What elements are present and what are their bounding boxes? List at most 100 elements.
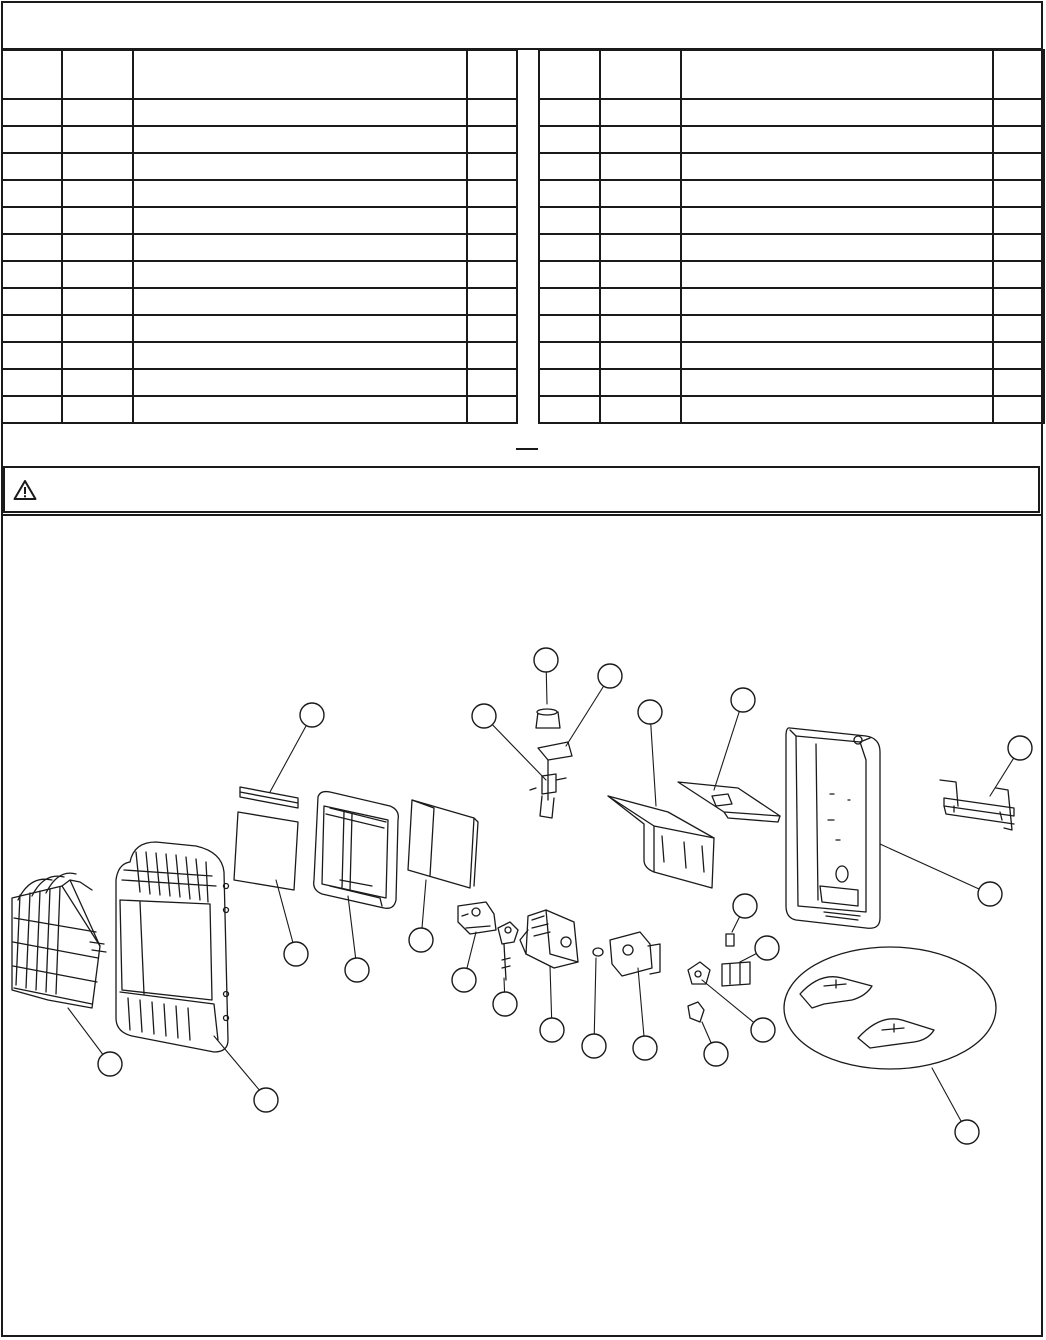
section-rule <box>1 514 1043 516</box>
cell-part-no <box>599 368 682 397</box>
cell-qty <box>466 152 518 181</box>
cell-description <box>132 152 468 181</box>
cell-qty <box>466 287 518 316</box>
callout-circle <box>533 647 559 673</box>
cell-qty <box>992 125 1045 154</box>
cell-part-no <box>61 260 134 289</box>
cell-qty <box>992 233 1045 262</box>
header-description <box>132 49 468 100</box>
cell-description <box>680 368 994 397</box>
table-row <box>538 179 1045 208</box>
cell-key-no <box>538 395 601 424</box>
table-row <box>1 314 518 343</box>
cell-key-no <box>1 98 63 127</box>
callout-circle <box>253 1087 279 1113</box>
cell-part-no <box>61 125 134 154</box>
cell-part-no <box>61 98 134 127</box>
table-row <box>1 260 518 289</box>
wire-guard-drawing <box>11 872 107 1009</box>
cell-description <box>132 125 468 154</box>
regulator-bracket-drawing <box>592 931 661 977</box>
callout-circle <box>597 663 623 689</box>
cell-key-no <box>1 152 63 181</box>
callout-circle <box>954 1119 980 1145</box>
cell-description <box>680 395 994 424</box>
table-row <box>1 233 518 262</box>
table-row <box>1 341 518 370</box>
burner-bracket-drawing <box>457 901 497 935</box>
cell-part-no <box>599 341 682 370</box>
combustion-chamber-drawing <box>313 790 399 909</box>
cell-key-no <box>1 395 63 424</box>
table-header-row <box>538 49 1045 100</box>
header-qty <box>992 49 1045 100</box>
header-qty <box>466 49 518 100</box>
cell-part-no <box>61 395 134 424</box>
table-row <box>538 233 1045 262</box>
cell-key-no <box>1 260 63 289</box>
cell-description <box>680 179 994 208</box>
wall-bracket-drawing <box>939 779 1015 831</box>
table-row <box>538 260 1045 289</box>
cell-key-no <box>538 125 601 154</box>
parts-table-right <box>538 49 1045 424</box>
header-part-no <box>61 49 134 100</box>
cell-qty <box>992 368 1045 397</box>
cell-key-no <box>538 260 601 289</box>
cell-part-no <box>599 260 682 289</box>
callout-circle <box>730 687 756 713</box>
callout-circle <box>977 881 1003 907</box>
cell-description <box>132 395 468 424</box>
table-row <box>538 287 1045 316</box>
table-row <box>538 125 1045 154</box>
header-key-no <box>1 49 63 100</box>
cell-qty <box>466 341 518 370</box>
cell-part-no <box>61 206 134 235</box>
cell-qty <box>992 395 1045 424</box>
cell-description <box>680 98 994 127</box>
table-row <box>538 395 1045 424</box>
table-row <box>1 368 518 397</box>
cell-part-no <box>61 179 134 208</box>
callout-circle <box>703 1041 729 1067</box>
cell-key-no <box>538 287 601 316</box>
cell-description <box>132 206 468 235</box>
table-row <box>538 341 1045 370</box>
table-divider <box>516 49 538 450</box>
callout-circle <box>97 1051 123 1077</box>
cell-description <box>132 314 468 343</box>
table-row <box>538 98 1045 127</box>
cell-qty <box>992 260 1045 289</box>
cell-description <box>132 368 468 397</box>
cell-part-no <box>61 368 134 397</box>
callout-circle <box>750 1017 776 1043</box>
upper-baffle-drawing <box>677 781 781 823</box>
cell-description <box>680 206 994 235</box>
cell-key-no <box>1 125 63 154</box>
cell-qty <box>466 260 518 289</box>
back-cabinet-drawing <box>785 727 881 929</box>
header-key-no <box>538 49 601 100</box>
cell-part-no <box>599 287 682 316</box>
cell-description <box>132 98 468 127</box>
cell-key-no <box>538 368 601 397</box>
cell-part-no <box>61 233 134 262</box>
table-row <box>538 314 1045 343</box>
callout-circle <box>581 1033 607 1059</box>
radiant-plate-drawing <box>233 786 299 891</box>
callout-circle <box>492 991 518 1017</box>
header-description <box>680 49 994 100</box>
cell-key-no <box>1 314 63 343</box>
cell-description <box>132 287 468 316</box>
cell-key-no <box>1 179 63 208</box>
cell-key-no <box>1 233 63 262</box>
heat-shield-drawing <box>407 799 479 889</box>
table-row <box>538 206 1045 235</box>
control-housing-drawing <box>519 909 579 969</box>
cell-part-no <box>599 98 682 127</box>
cell-qty <box>466 368 518 397</box>
cell-description <box>680 152 994 181</box>
cell-qty <box>992 287 1045 316</box>
